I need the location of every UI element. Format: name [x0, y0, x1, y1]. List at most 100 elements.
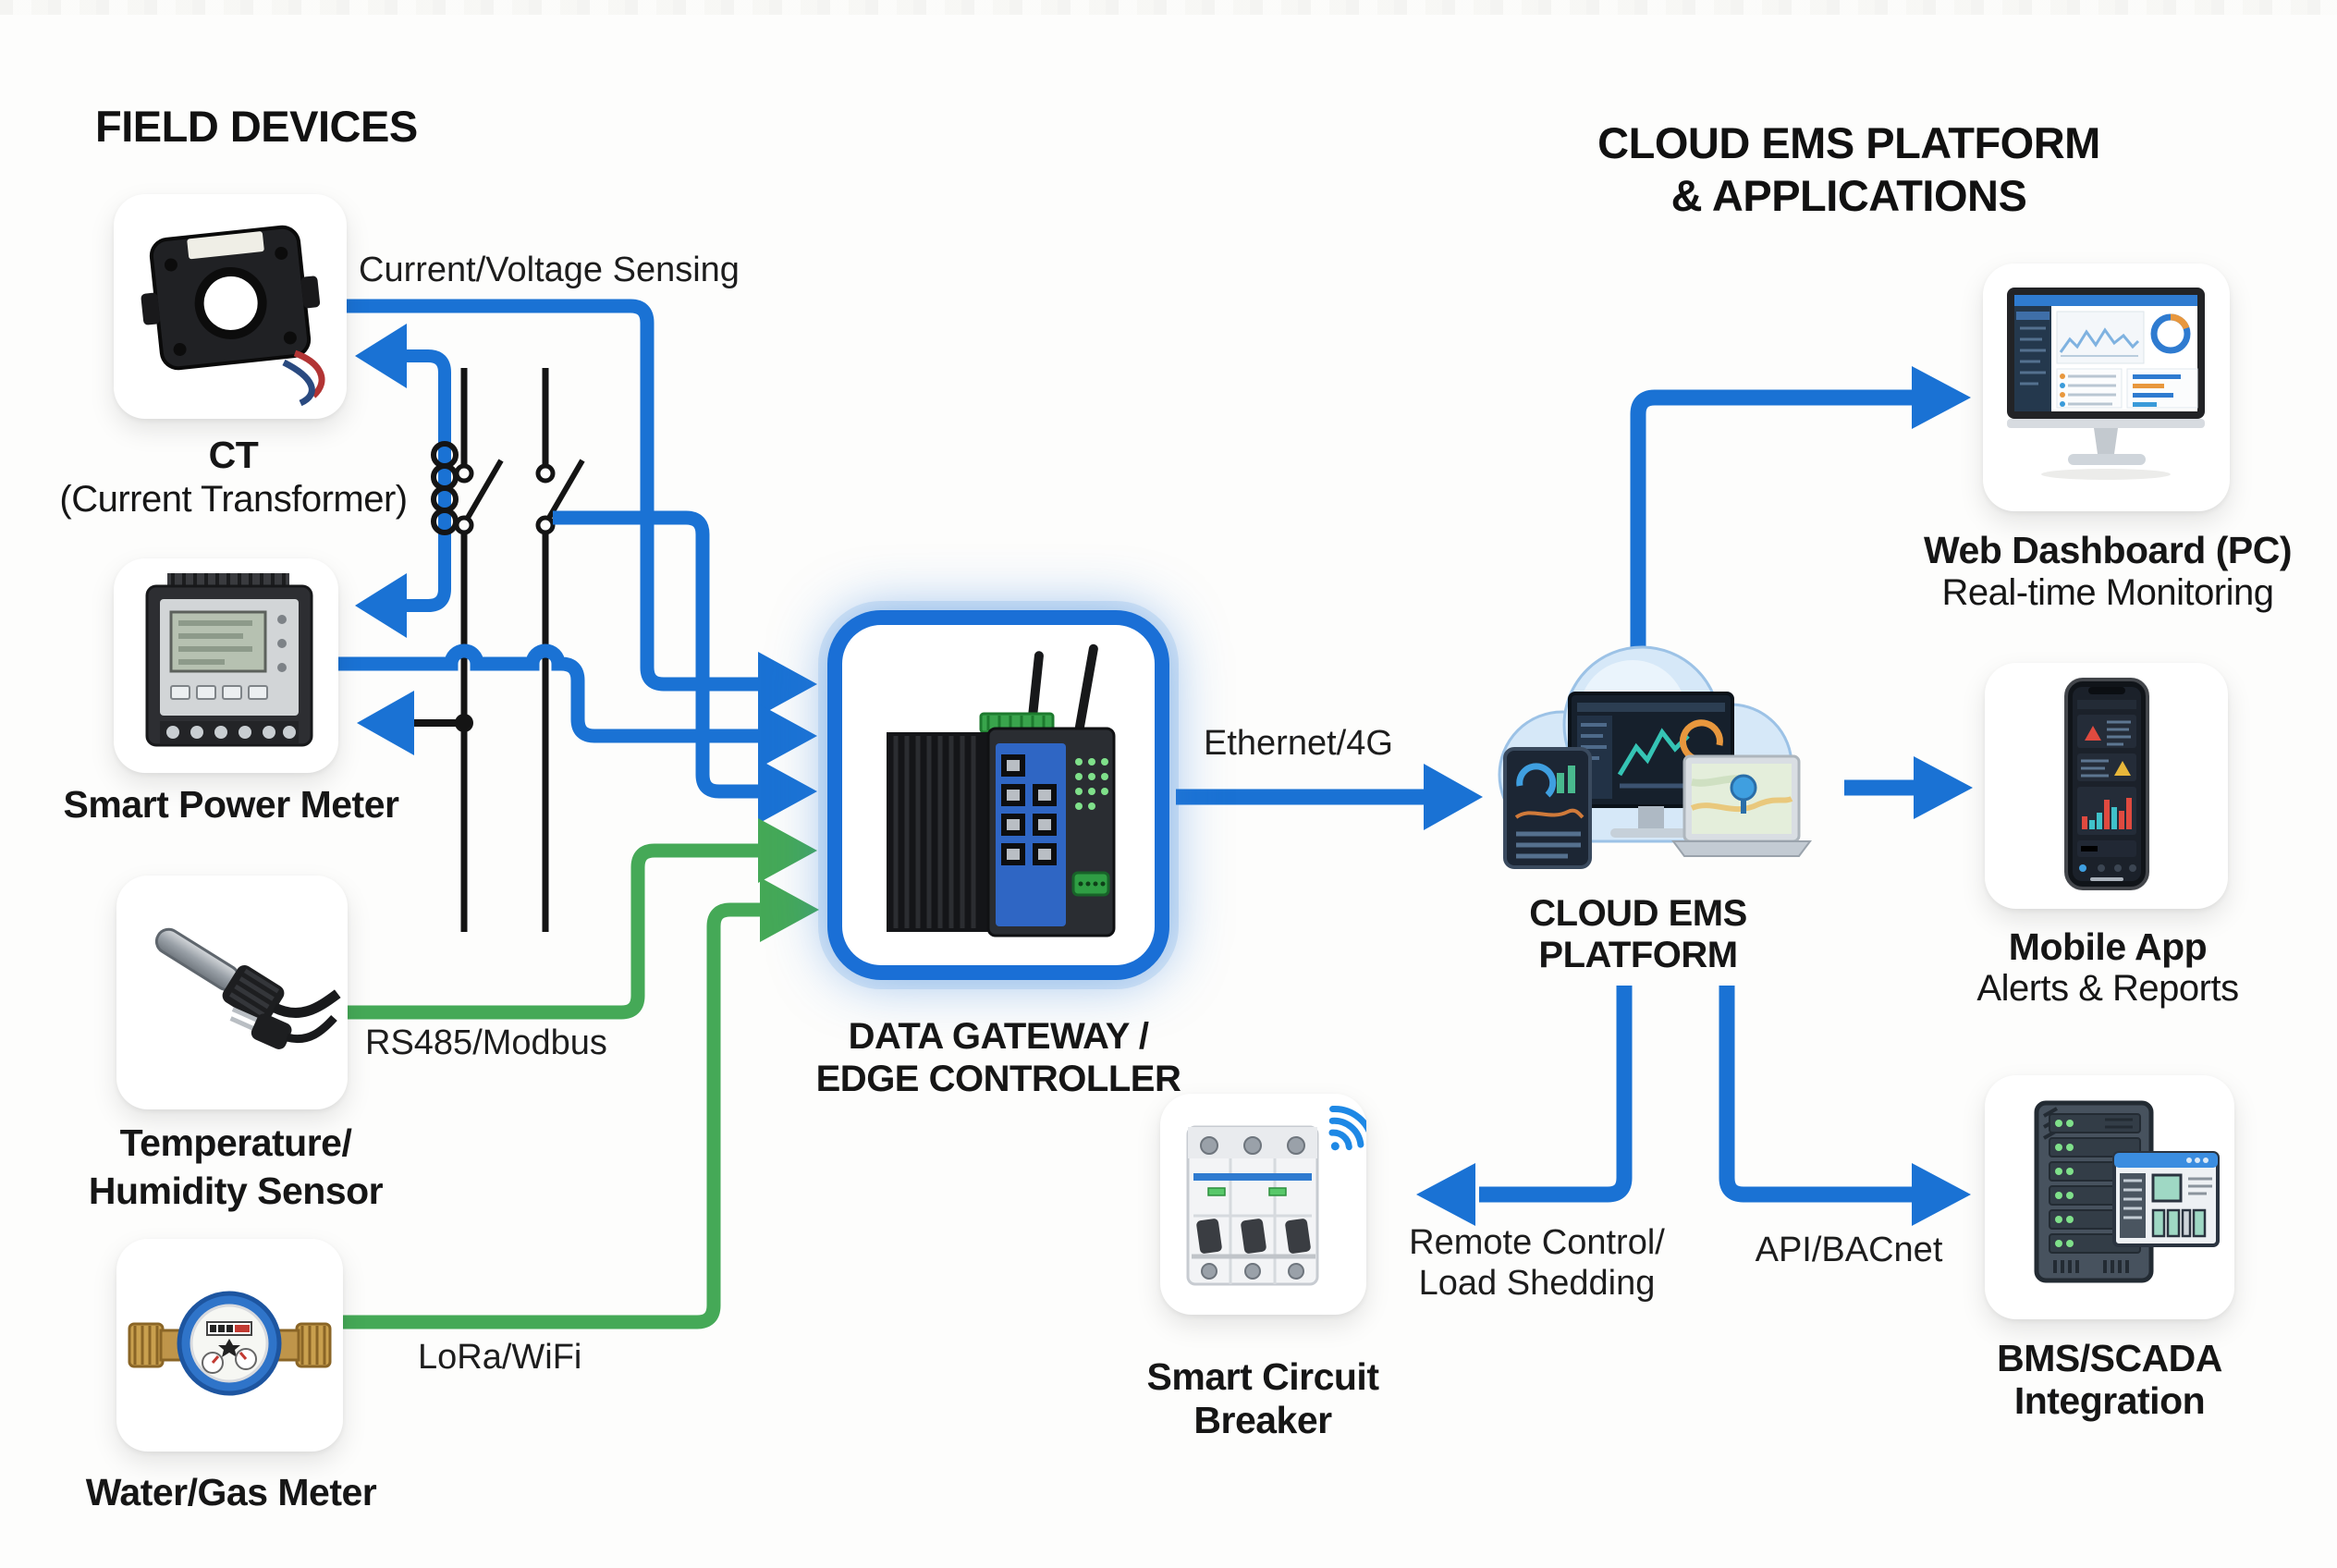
arrowhead-into-breaker — [1416, 1163, 1475, 1226]
meter-button — [248, 685, 268, 700]
switch-gap-2 — [536, 477, 555, 521]
web-dashboard-card — [1983, 263, 2230, 511]
water-meter-card — [116, 1239, 343, 1452]
cloud-platform-title-line2: & APPLICATIONS — [1670, 171, 2027, 220]
sensor-plug — [229, 1007, 337, 1049]
green-arrowheads — [758, 818, 819, 942]
meter-button — [222, 685, 242, 700]
remote-control-line2: Load Shedding — [1418, 1264, 1656, 1303]
arrowhead-gateway-5 — [760, 877, 819, 942]
ct-meter-return-line — [407, 349, 451, 612]
api-bacnet-label: API/BACnet — [1755, 1231, 1943, 1269]
power-meter-card — [114, 558, 338, 773]
bms-illustration — [2034, 1100, 2220, 1283]
mobile-app-title: Mobile App — [2008, 925, 2208, 968]
server-grill — [2053, 1260, 2129, 1273]
breaker-card — [1160, 1094, 1366, 1315]
scada-window — [2112, 1151, 2220, 1247]
rs485-label: RS485/Modbus — [365, 1023, 607, 1062]
terminal-screw — [1243, 1136, 1262, 1155]
cloud-graphic — [1461, 636, 1830, 891]
water-meter-illustration — [128, 1291, 332, 1396]
ct-illustration — [141, 225, 325, 407]
breaker-feed-line — [553, 510, 762, 799]
cloud-arrowheads — [1416, 366, 1973, 1226]
lora-label: LoRa/WiFi — [418, 1338, 582, 1377]
arrowhead-into-web — [1912, 366, 1971, 429]
meter-line — [338, 643, 762, 743]
arrowhead-into-meter — [357, 691, 414, 755]
ct-label-line1: CT — [208, 434, 259, 476]
ct-wire-red — [293, 349, 325, 398]
cloud-gauge — [1679, 719, 1723, 762]
switch-contact-icon — [535, 463, 556, 484]
web-dashboard-label: Web Dashboard (PC) Real-time Monitoring — [1923, 529, 2293, 614]
water-meter-label: Water/Gas Meter — [85, 1471, 377, 1513]
bms-label-line1: BMS/SCADA — [1997, 1337, 2222, 1379]
mobile-app-card — [1985, 663, 2228, 909]
sensor-probe — [154, 927, 341, 1023]
sensor-label: Temperature/ Humidity Sensor — [51, 1119, 421, 1215]
cloud-tablet — [1503, 747, 1592, 869]
indicator-window — [1207, 1187, 1226, 1196]
cloud-platform-title-line1: CLOUD EMS PLATFORM — [1597, 118, 2100, 167]
map-pin — [1730, 774, 1757, 802]
power-meter-illustration — [145, 573, 313, 747]
ct-label: CT (Current Transformer) — [28, 433, 439, 521]
green-wiring — [343, 843, 764, 1329]
cloud-wiring — [1176, 389, 1917, 1203]
mobile-app-illustration — [2064, 678, 2149, 890]
bms-label-line2: Integration — [2013, 1379, 2206, 1422]
switch-contact-icon — [454, 463, 474, 484]
arrowhead-into-mobile — [1914, 756, 1973, 819]
terminal-screw — [1200, 1136, 1218, 1155]
meter-button — [170, 685, 190, 700]
ct-sensing-line — [340, 299, 762, 692]
ct-body — [141, 225, 321, 371]
alert-triangle-red — [2085, 726, 2101, 741]
remote-control-label: Remote Control/ Load Shedding — [1377, 1222, 1696, 1304]
toggle-handle — [1285, 1219, 1311, 1254]
top-edge-artifact — [0, 0, 2337, 15]
dial-star — [218, 1339, 240, 1357]
breaker-label-line2: Breaker — [1193, 1399, 1332, 1441]
blue-wiring — [338, 299, 762, 799]
wifi-icon — [1328, 1106, 1366, 1151]
bms-card — [1985, 1075, 2234, 1319]
cloud-laptop — [1671, 754, 1812, 857]
ct-wire-blue — [282, 359, 315, 407]
switch-gap-1 — [455, 477, 473, 521]
power-meter-label: Smart Power Meter — [63, 783, 399, 826]
breaker-label: Smart Circuit Breaker — [1078, 1355, 1448, 1442]
gateway-label-line1: DATA GATEWAY / — [848, 1016, 1149, 1057]
gateway-box — [827, 610, 1169, 980]
ethernet-label: Ethernet/4G — [1204, 724, 1393, 763]
field-devices-title: FIELD DEVICES — [95, 102, 418, 151]
blue-arrowheads — [355, 324, 817, 824]
cloud-label-line1: CLOUD EMS — [1529, 893, 1747, 934]
rs485-line — [348, 843, 762, 1020]
web-dashboard-sub: Real-time Monitoring — [1941, 572, 2274, 613]
cloud-label: CLOUD EMS PLATFORM — [1453, 893, 1823, 976]
indicator-window — [1268, 1187, 1287, 1196]
web-dashboard-title: Web Dashboard (PC) — [1924, 529, 2293, 571]
cv-sensing-label: Current/Voltage Sensing — [359, 251, 740, 289]
breaker-label-line1: Smart Circuit — [1146, 1355, 1379, 1398]
arrowhead-into-meter-upper — [355, 573, 407, 638]
cloud-to-breaker-line — [1479, 986, 1633, 1203]
sensor-cable — [272, 989, 341, 1019]
remote-control-line1: Remote Control/ — [1409, 1223, 1665, 1262]
switch-contact-icon — [535, 515, 556, 535]
arrowhead-gateway-2 — [758, 704, 817, 768]
junction-dot — [455, 714, 473, 732]
cloud-platform-title: CLOUD EMS PLATFORM & APPLICATIONS — [1562, 116, 2135, 222]
web-dashboard-illustration — [2007, 288, 2205, 480]
ct-coil-icon — [431, 441, 459, 535]
voltage-tap — [357, 691, 473, 755]
ct-window — [194, 266, 267, 339]
mobile-app-sub: Alerts & Reports — [1976, 968, 2239, 1009]
mobile-app-label: Mobile App Alerts & Reports — [1923, 926, 2293, 1010]
switch-contact-icon — [454, 515, 474, 535]
